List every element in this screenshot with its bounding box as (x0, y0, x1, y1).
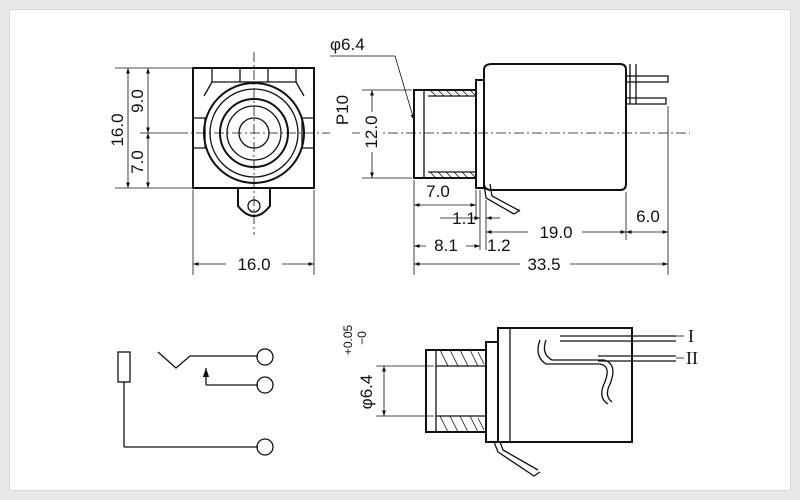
dim-overall-length: 33.5 (527, 255, 560, 274)
dim-panel-diameter: φ6.4 (330, 35, 365, 54)
section-view: I II φ6.4 +0.05 −0 (341, 324, 698, 477)
dim-front-height-lower: 7.0 (128, 150, 147, 174)
dim-front-to-terminal: 8.1 (434, 236, 458, 255)
dim-rear-length: 6.0 (636, 207, 660, 226)
dim-front-width: 16.0 (237, 255, 270, 274)
drawing-sheet (9, 9, 791, 491)
dim-terminal-width: 1.2 (487, 236, 511, 255)
terminal-label-2: II (686, 348, 698, 368)
dim-body-length: 19.0 (539, 223, 572, 242)
dim-offset-small: 1.1 (452, 209, 476, 228)
front-view: 16.0 9.0 7.0 16.0 (108, 52, 330, 275)
dim-tolerance-upper: +0.05 (341, 324, 355, 355)
dim-tolerance-lower: −0 (355, 331, 369, 345)
dim-pitch: P10 (333, 95, 352, 125)
dim-front-height-total: 16.0 (108, 113, 127, 146)
dim-bushing-length: 7.0 (426, 182, 450, 201)
side-view: φ6.4 P10 12.0 7.0 1.1 19.0 6.0 8.1 (330, 35, 690, 275)
terminal-label-1: I (688, 326, 694, 346)
dim-bottom-diameter: φ6.4 (357, 375, 376, 410)
dim-front-height-upper: 9.0 (128, 89, 147, 113)
schematic-symbol (117, 348, 274, 456)
dim-side-height: 12.0 (362, 115, 381, 148)
